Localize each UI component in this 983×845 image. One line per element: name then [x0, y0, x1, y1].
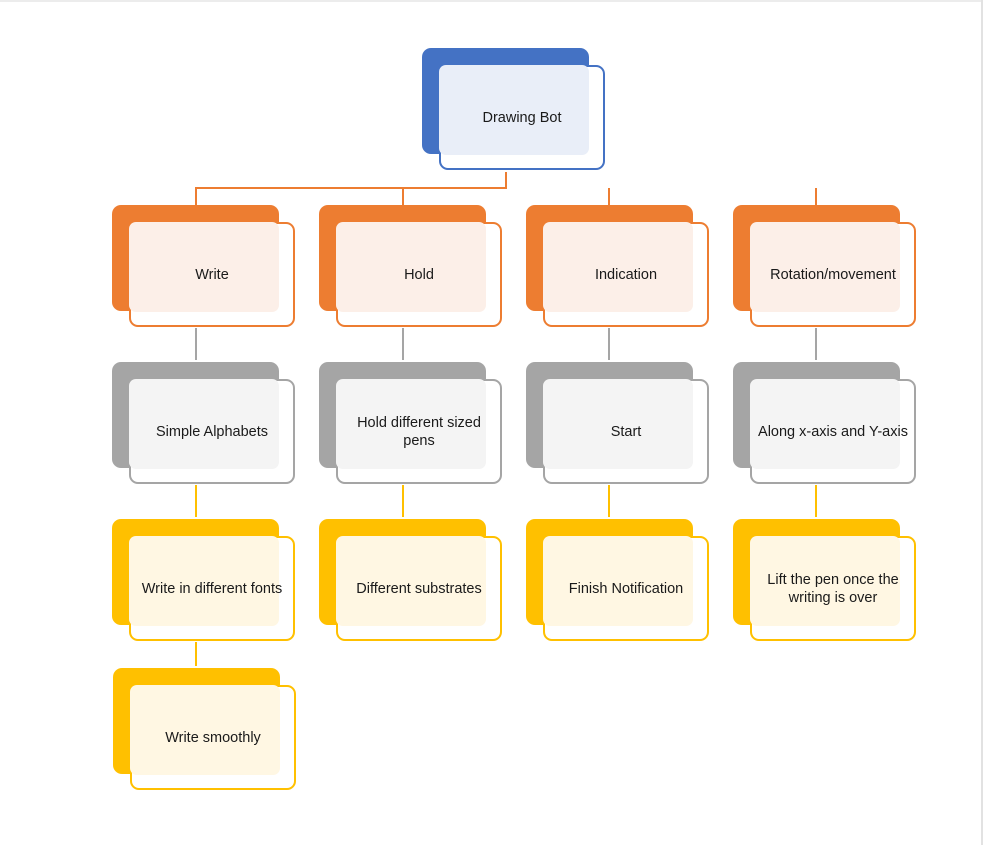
- node-label: Finish Notification: [568, 580, 684, 597]
- page-top-edge: [0, 0, 983, 2]
- node-root-label: Drawing Bot: [482, 109, 562, 126]
- node-indication-start: Start: [526, 362, 716, 488]
- node-branch-hold: Hold: [319, 205, 509, 331]
- node-indication-finish: Finish Notification: [526, 519, 716, 645]
- node-label: Along x-axis and Y-axis: [758, 423, 908, 440]
- node-write-fonts: Write in different fonts: [112, 519, 302, 645]
- node-label: Start: [610, 423, 642, 440]
- node-branch-write: Write: [112, 205, 302, 331]
- page-right-edge: [981, 0, 983, 845]
- node-label: Write smoothly: [165, 729, 261, 746]
- node-label: Hold different sized pens: [357, 414, 481, 449]
- node-rotation-axes: Along x-axis and Y-axis: [733, 362, 923, 488]
- node-label: Rotation/movement: [770, 266, 896, 283]
- node-label: Simple Alphabets: [155, 423, 269, 440]
- node-branch-indication: Indication: [526, 205, 716, 331]
- node-label: Different substrates: [356, 580, 482, 597]
- node-write-simple-alphabets: Simple Alphabets: [112, 362, 302, 488]
- node-label: Write: [195, 266, 229, 283]
- node-label: Write in different fonts: [141, 580, 283, 597]
- node-branch-rotation: Rotation/movement: [733, 205, 923, 331]
- node-label: Indication: [594, 266, 658, 283]
- node-hold-pens: Hold different sized pens: [319, 362, 509, 488]
- node-rotation-lift-pen: Lift the pen once the writing is over: [733, 519, 923, 645]
- node-write-smoothly: Write smoothly: [113, 668, 303, 794]
- node-label: Hold: [404, 266, 434, 283]
- node-label: Lift the pen once the writing is over: [767, 571, 899, 606]
- connector-root-bus: [195, 172, 817, 205]
- node-hold-substrates: Different substrates: [319, 519, 509, 645]
- node-root: Drawing Bot: [422, 48, 612, 174]
